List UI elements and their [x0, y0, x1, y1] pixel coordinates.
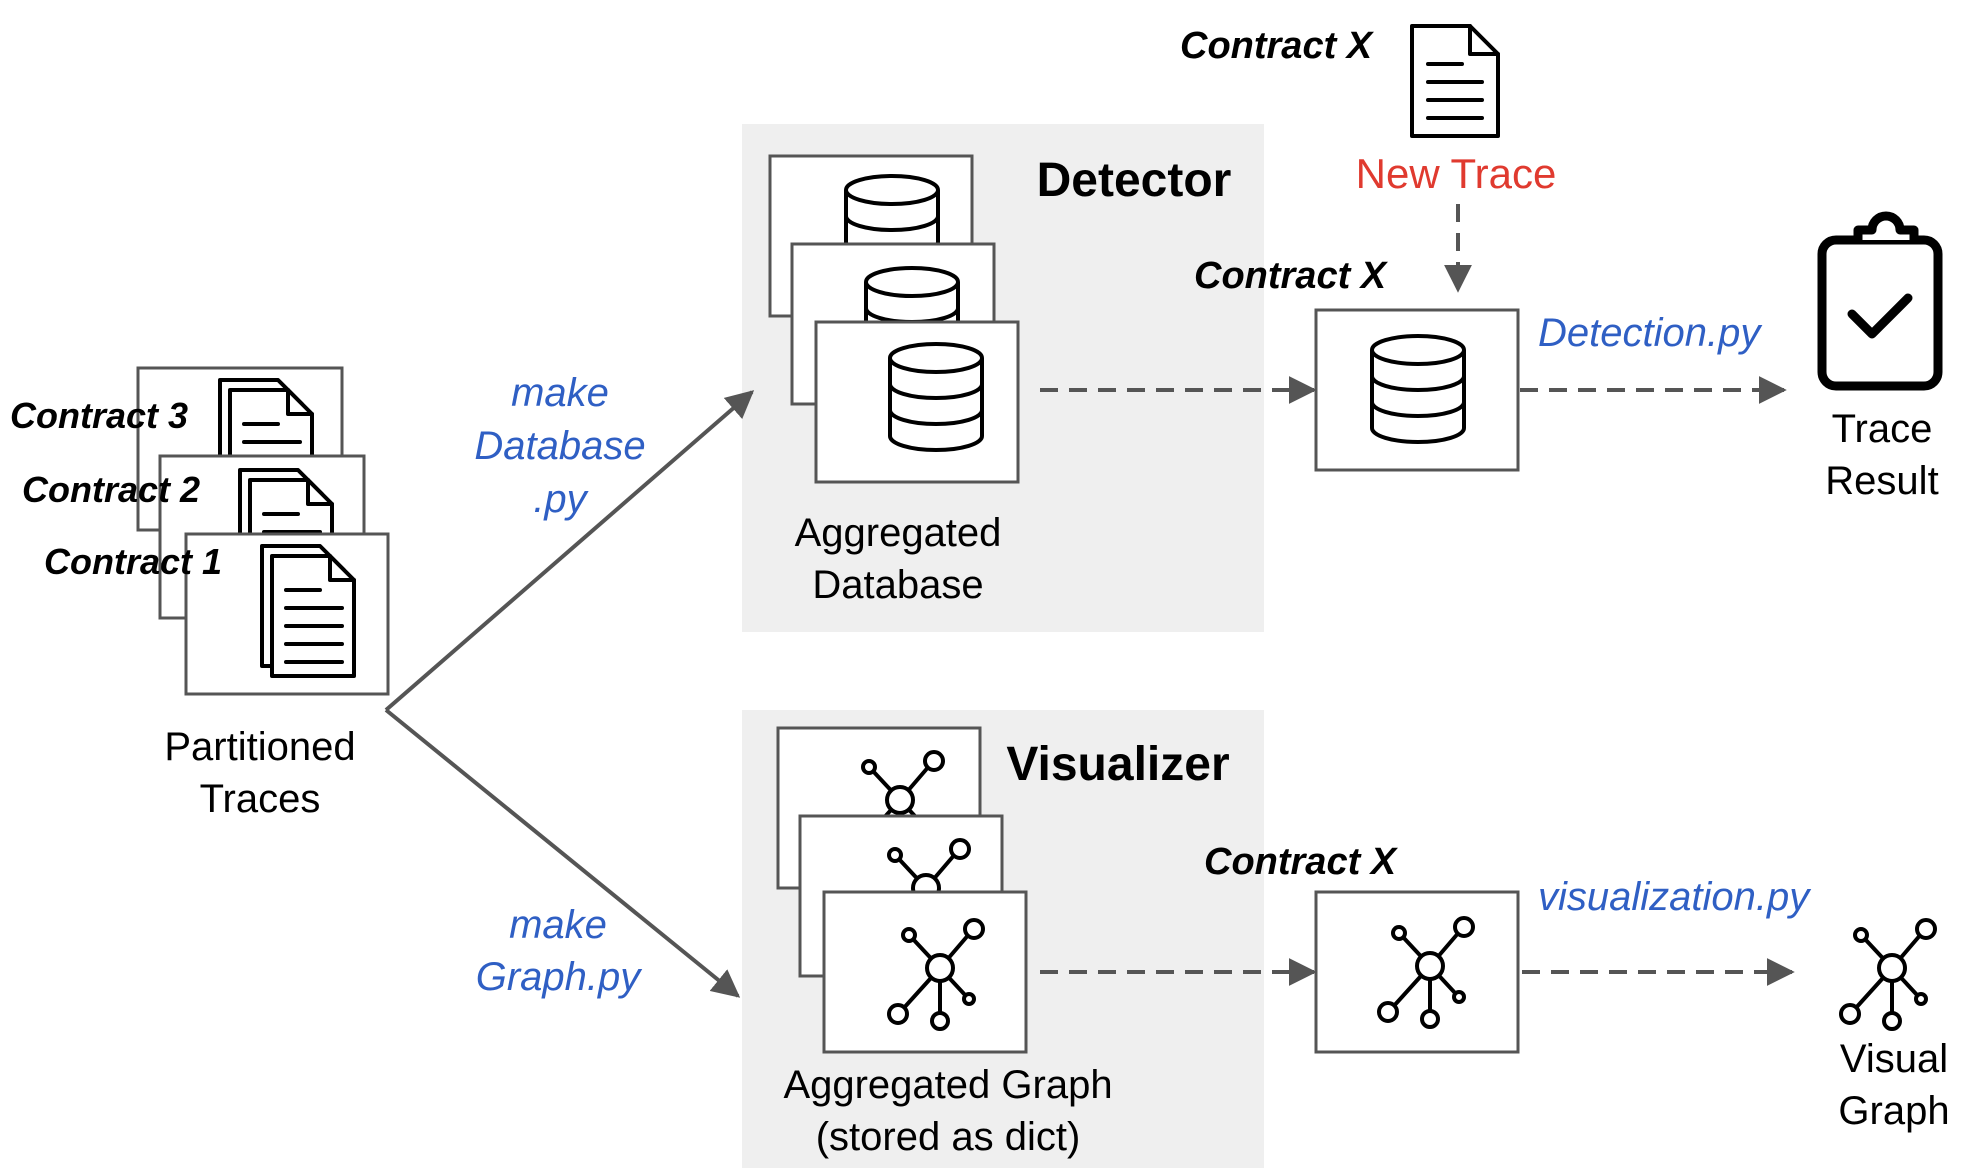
partitioned-caption-line1: Partitioned [164, 725, 355, 769]
graph-icon [1839, 918, 1937, 1031]
make-database-line1: make [511, 371, 609, 415]
trace-result-line2: Result [1825, 459, 1938, 503]
database-icon [1370, 334, 1466, 444]
aggregated-database-caption-line1: Aggregated [795, 511, 1002, 555]
detection-script-label: Detection.py [1538, 311, 1763, 355]
detector-contract-label: Contract X [1194, 255, 1389, 297]
aggregated-database [768, 154, 1020, 484]
visualizer-contract-label: Contract X [1204, 841, 1399, 883]
make-graph-line2: Graph.py [476, 955, 644, 999]
contract-1-label: Contract 1 [44, 541, 222, 582]
trace-result-line1: Trace [1832, 407, 1933, 451]
visualization-script-label: visualization.py [1538, 875, 1812, 919]
arrow-to-database [384, 390, 755, 712]
aggregated-graph [776, 726, 1028, 1054]
database-icon [888, 342, 984, 452]
arrow-to-graph [384, 708, 741, 998]
clipboard-check-icon [1817, 211, 1943, 391]
document-icon [260, 544, 356, 678]
graph-card-1 [822, 890, 1028, 1054]
make-database-line2: Database [474, 424, 645, 468]
new-trace-contract-label: Contract X [1180, 25, 1375, 67]
aggregated-graph-caption-line1: Aggregated Graph [783, 1063, 1112, 1107]
visual-graph-line2: Graph [1838, 1089, 1949, 1133]
partitioned-caption-line2: Traces [200, 777, 321, 821]
make-database-line3: .py [533, 477, 589, 521]
aggregated-graph-caption-line2: (stored as dict) [816, 1115, 1081, 1159]
make-graph-line1: make [509, 903, 607, 947]
contract-2-label: Contract 2 [22, 469, 200, 510]
visualizer-title: Visualizer [1006, 738, 1229, 791]
partitioned-traces: Contract 3 Contract 2 Contract 1 Partiti… [10, 366, 390, 821]
new-trace-label: New Trace [1356, 150, 1557, 197]
detector-title: Detector [1037, 154, 1232, 207]
aggregated-database-caption-line2: Database [812, 563, 983, 607]
new-trace-document [1410, 24, 1500, 138]
contract-3-label: Contract 3 [10, 395, 188, 436]
visual-graph-line1: Visual [1840, 1037, 1948, 1081]
